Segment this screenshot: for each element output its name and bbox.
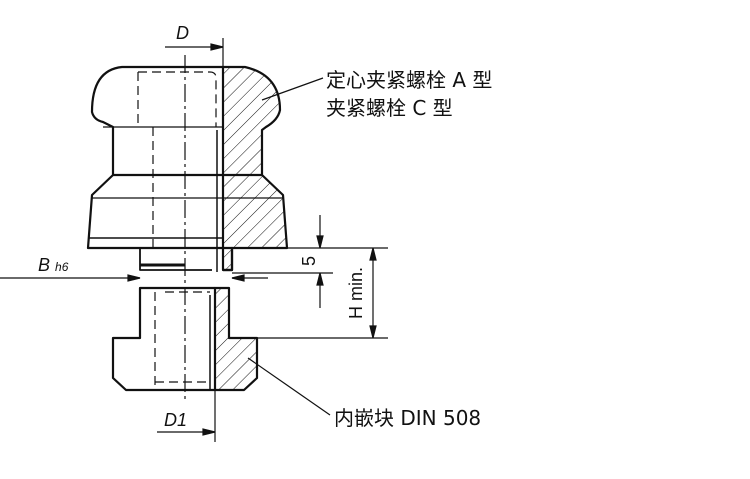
bolt-outline: [86, 65, 234, 272]
callout-t-slot-nut: 内嵌块 DIN 508: [334, 406, 482, 430]
dimension-b-tolerance: h6: [55, 260, 69, 274]
dimension-b-letter: B: [38, 255, 51, 275]
dimension-d: D: [176, 23, 189, 43]
dimension-5: 5: [299, 255, 320, 267]
callout-centering-bolt-type-a: 定心夹紧螺栓 A 型: [326, 68, 493, 92]
nut-outline: [111, 286, 215, 392]
dimension-d1: D1: [164, 410, 188, 430]
callout-clamping-bolt-type-c: 夹紧螺栓 C 型: [326, 96, 453, 120]
nut-section: [213, 286, 259, 392]
dimension-h-min: H min.: [346, 266, 367, 320]
bolt-section: [221, 65, 289, 272]
dimension-b: B h6: [38, 256, 68, 274]
